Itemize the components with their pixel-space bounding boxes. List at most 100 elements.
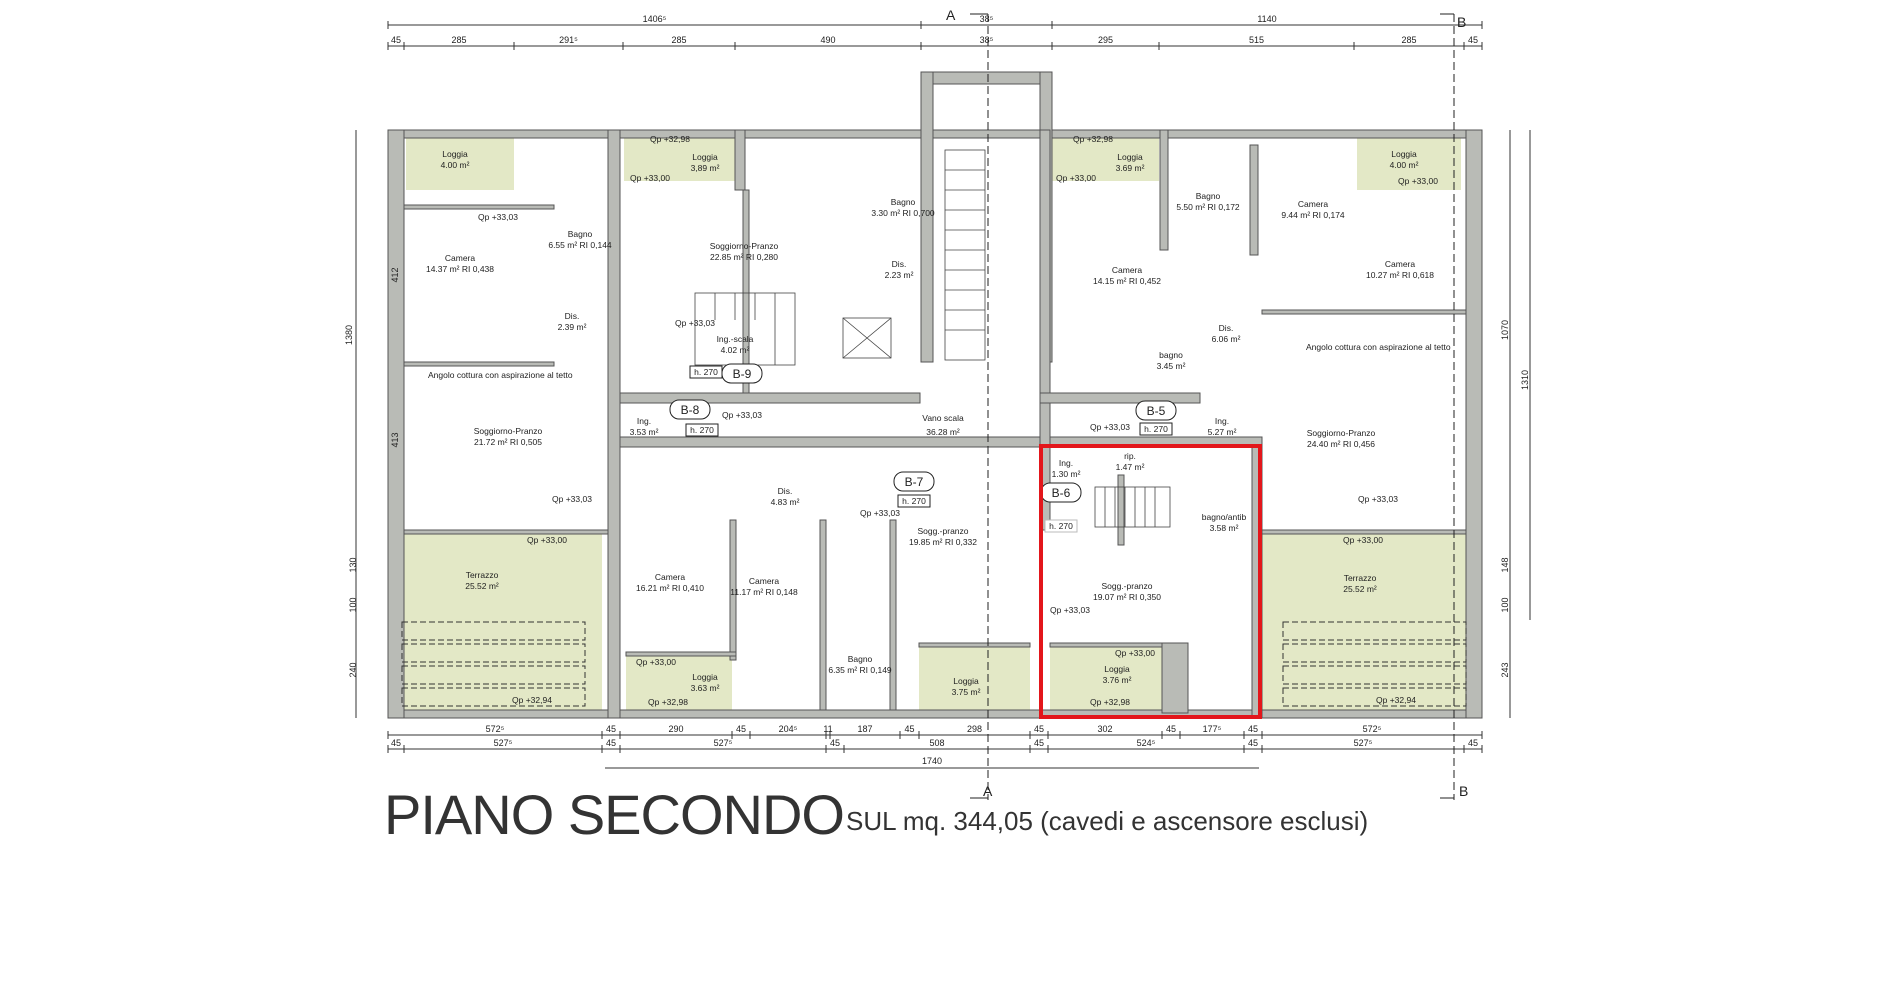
floor-area-subtitle: SUL mq. 344,05 (cavedi e ascensore esclu… (846, 806, 1369, 836)
room-area: 1.30 m² (1052, 469, 1081, 479)
dimension-label: 527⁵ (494, 738, 513, 748)
dimension-label: 1140 (1257, 14, 1276, 24)
room-label: Dis.6.06 m² (1212, 323, 1241, 344)
room-name: Loggia (1104, 664, 1130, 674)
floor-level-label: Qp +33,00 (1343, 535, 1383, 545)
dimension-label: 148 (1500, 557, 1510, 572)
floor-level-label: Qp +33,00 (630, 173, 670, 183)
dimension-label: 1070 (1500, 320, 1510, 340)
room-name: Sogg.-pranzo (1101, 581, 1152, 591)
walls (387, 71, 1483, 719)
dimension-label: 45 (391, 35, 401, 45)
room-area: 14.15 m² RI 0,452 (1093, 276, 1161, 286)
dimension-label: 45 (1468, 738, 1478, 748)
section-marker-a: A (946, 7, 956, 23)
dimension-label: 45 (830, 738, 840, 748)
room-area: 3.53 m² (630, 427, 659, 437)
dimension-label: 45 (1468, 35, 1478, 45)
room-name: Sogg.-pranzo (917, 526, 968, 536)
room-name: Bagno (891, 197, 916, 207)
dimension-label: 413 (390, 432, 400, 447)
floor-level-label: Qp +33,00 (1398, 176, 1438, 186)
dimension-label: 45 (1034, 738, 1044, 748)
room-name: Camera (1298, 199, 1329, 209)
room-name: Dis. (1219, 323, 1234, 333)
loggia-area (1050, 647, 1162, 714)
room-area: 4.83 m² (771, 497, 800, 507)
dimension-label: 290 (668, 724, 683, 734)
room-area: 3.58 m² (1210, 523, 1239, 533)
outdoor-areas (391, 135, 1478, 714)
dimension-label: 1310 (1520, 370, 1530, 390)
dimension-label: 100 (348, 597, 358, 612)
ceiling-height: h. 270 (694, 367, 718, 377)
floor-level-label: Qp +33,03 (1358, 494, 1398, 504)
room-name: Dis. (892, 259, 907, 269)
dimension-label: 490 (820, 35, 835, 45)
section-lines (970, 13, 1455, 800)
floor-level-label: Qp +33,03 (675, 318, 715, 328)
room-area: 4.00 m² (441, 160, 470, 170)
room-name: Ing.-scala (717, 334, 754, 344)
room-area: 2.23 m² (885, 270, 914, 280)
unit-badge: B-9 h. 270 (689, 363, 763, 384)
terrace-planters (401, 621, 1467, 707)
dimension-label: 45 (1248, 724, 1258, 734)
floor-title: PIANO SECONDO (384, 783, 845, 846)
dimension-label: 130 (348, 557, 358, 572)
terrace-area (391, 534, 602, 714)
dimension-label: 285 (1401, 35, 1416, 45)
room-label: Ing.3.53 m² (630, 416, 659, 437)
dimension-label: 11 (823, 724, 832, 734)
room-name: Camera (1385, 259, 1416, 269)
room-label: Ing.5.27 m² (1208, 416, 1237, 437)
dimension-label: 45 (1166, 724, 1176, 734)
room-area: 5.27 m² (1208, 427, 1237, 437)
room-area: 6.55 m² RI 0,144 (548, 240, 612, 250)
dimension-label: 45 (1034, 724, 1044, 734)
dimension-label: 527⁵ (1354, 738, 1373, 748)
room-name: Bagno (848, 654, 873, 664)
dimension-label: 302 (1097, 724, 1112, 734)
room-area: 19.85 m² RI 0,332 (909, 537, 977, 547)
room-name: Loggia (692, 152, 718, 162)
loggia-area (919, 647, 1030, 714)
room-name: Loggia (442, 149, 468, 159)
elevator-shaft (842, 317, 892, 359)
dimension-label: 45 (606, 738, 616, 748)
room-area: 21.72 m² RI 0,505 (474, 437, 542, 447)
room-area: 11.17 m² RI 0,148 (730, 587, 798, 597)
room-label: rip.1.47 m² (1116, 451, 1145, 472)
dimension-label: 45 (736, 724, 746, 734)
dimension-label: 187 (857, 724, 872, 734)
room-name: Ing. (1215, 416, 1229, 426)
unit-code: B-9 (733, 367, 752, 381)
loggia-area (626, 656, 732, 714)
floor-level-label: Qp +32,94 (512, 695, 552, 705)
unit-badge: B-5h. 270 (1135, 400, 1177, 436)
room-name: Terrazzo (466, 570, 499, 580)
room-name: Camera (749, 576, 780, 586)
room-area: 14.37 m² RI 0,438 (426, 264, 494, 274)
loggia-area (624, 135, 735, 181)
